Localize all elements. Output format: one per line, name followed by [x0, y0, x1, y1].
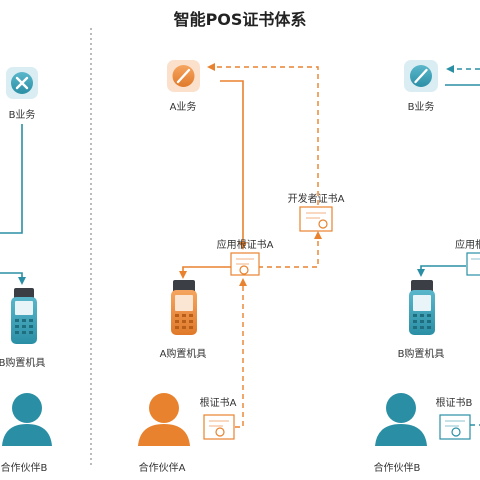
pencil-app-icon	[167, 60, 200, 92]
certificate-icon	[439, 414, 471, 440]
certificate-icon	[230, 252, 260, 276]
pos-terminal-icon	[409, 280, 435, 335]
label-b-business-left: B业务	[8, 110, 36, 121]
diagram-title: 智能POS证书体系	[173, 10, 307, 29]
dashed-developer-to-a-business	[207, 63, 319, 205]
connector-app-root-to-a-pos	[179, 266, 231, 279]
connector-a-business-to-app-root	[220, 80, 247, 250]
x-circle-icon	[6, 67, 38, 99]
label-b-pos-right: B购置机具	[397, 349, 445, 360]
label-partner-b-left: 合作伙伴B	[0, 463, 48, 474]
connector-b-business-left	[0, 124, 23, 234]
person-icon	[138, 393, 190, 446]
label-partner-a: 合作伙伴A	[138, 463, 186, 474]
pos-terminal-icon	[171, 280, 197, 335]
pencil-app-icon	[404, 60, 438, 92]
dashed-app-root-to-developer	[258, 231, 322, 268]
label-app-root-cert-right: 应用根	[455, 240, 480, 251]
certificate-icon	[203, 414, 235, 440]
label-partner-b-right: 合作伙伴B	[373, 463, 421, 474]
label-b-pos-left: B购置机具	[0, 358, 46, 369]
label-b-business-right: B业务	[407, 102, 435, 113]
certificate-icon	[299, 206, 333, 232]
connector-app-root-to-b-pos	[417, 265, 466, 277]
certificate-icon	[466, 252, 480, 276]
label-a-pos: A购置机具	[159, 349, 207, 360]
label-root-cert-a: 根证书A	[199, 398, 237, 409]
connector-pos-left	[0, 272, 26, 285]
label-a-business: A业务	[169, 102, 197, 113]
dashed-root-cert-to-app-root	[235, 278, 247, 428]
label-developer-cert: 开发者证书A	[287, 194, 345, 205]
person-icon	[2, 393, 52, 446]
label-root-cert-b: 根证书B	[435, 398, 473, 409]
label-app-root-cert-a: 应用根证书A	[216, 240, 274, 251]
person-icon	[375, 393, 427, 446]
pos-terminal-icon	[11, 288, 37, 344]
